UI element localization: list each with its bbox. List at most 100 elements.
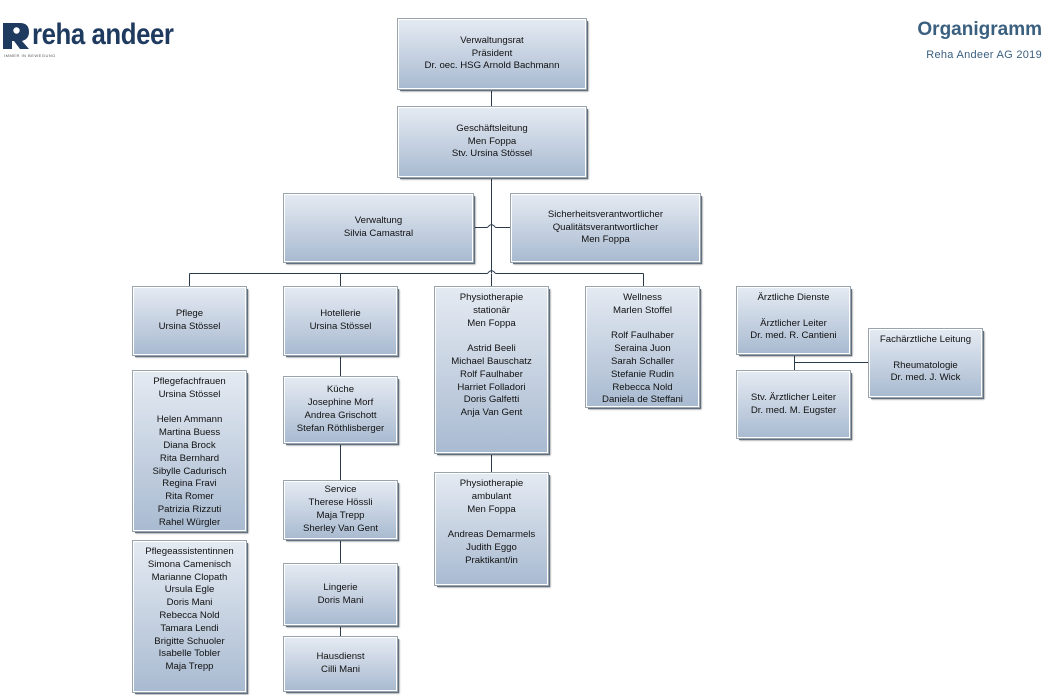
node-text-line: Rebecca Nold xyxy=(612,381,673,393)
node-text-line: Cilli Mani xyxy=(321,664,360,675)
node-text-line: Stefan Röthlisberger xyxy=(296,422,385,434)
node-text-line: Pflegeassistentinnen xyxy=(145,546,234,557)
node-text-line: Rolf Faulhaber xyxy=(611,330,674,342)
node-text-line xyxy=(437,330,546,343)
node-text-line: Judith Eggo xyxy=(466,541,517,553)
node-text-line: Patrizia Rizzuti xyxy=(157,503,222,515)
node-text-line: Service xyxy=(324,484,357,496)
connector-jump-bus xyxy=(487,270,496,274)
node-text-line: Therese Hössli xyxy=(308,497,373,509)
node-text-line: Dr. oec. HSG Arnold Bachmann xyxy=(424,60,560,72)
page-subtitle: Reha Andeer AG 2019 xyxy=(926,49,1042,61)
node-text-line: Rheumatologie xyxy=(893,359,958,371)
node-text-line: Rita Bernhard xyxy=(159,452,220,464)
node-text-line: Stv. Ursina Stössel xyxy=(451,148,533,160)
node-text-line: Verwaltung xyxy=(354,215,403,227)
node-text-line: Fachärztliche Leitung xyxy=(879,334,972,345)
company-logo: reha andeer IMMER IN BEWEGUNG xyxy=(2,18,182,64)
node-text-line: Dr. med. M. Eugster xyxy=(750,404,837,416)
node-text-line: Martina Buess xyxy=(158,427,221,439)
node-text-line: Pflegefachfrauen xyxy=(153,376,226,387)
node-text-line: Ursina Stössel xyxy=(309,321,372,332)
node-text-line: Ursina Stössel xyxy=(158,388,221,400)
node-text-line: Wellness xyxy=(623,292,662,303)
node-text-line: Physiotherapie xyxy=(459,292,524,303)
node-text-line: Stefanie Rudin xyxy=(611,368,674,380)
node-text-line: Doris Mani xyxy=(166,597,213,609)
node-text-line: Verwaltungsrat xyxy=(460,34,524,46)
node-text-line: Josephine Morf xyxy=(307,397,374,409)
reha-andeer-logo-mark-icon xyxy=(3,23,29,49)
node-text-line: Tamara Lendi xyxy=(160,622,219,634)
node-text-line: Astrid Beeli xyxy=(467,343,516,355)
node-text-line: Physiotherapie xyxy=(459,478,524,489)
node-text-line: Qualitätsverantwortlicher xyxy=(552,221,659,233)
node-text-line: Michael Bauschatz xyxy=(451,355,532,367)
node-text-line: Ärztlicher Leiter xyxy=(760,317,827,329)
node-text-line: Helen Ammann xyxy=(156,414,223,426)
node-text-line: Andrea Grischott xyxy=(304,410,377,421)
node-text-line: Rebecca Nold xyxy=(159,609,220,621)
node-text-line: Geschäftsleitung xyxy=(456,122,528,134)
node-text-line: Anja Van Gent xyxy=(460,407,523,419)
connector-jump-verwaltung xyxy=(487,224,496,228)
node-text-line: Sicherheitsverantwortlicher xyxy=(547,208,664,220)
node-text-line xyxy=(135,402,244,415)
node-text-line: Praktikant/in xyxy=(465,554,518,566)
node-text-line: Doris Galfetti xyxy=(463,394,520,406)
node-text-line: Andreas Demarmels xyxy=(447,529,536,541)
node-text-line: Rahel Würgler xyxy=(158,516,221,528)
node-text-line: Diana Brock xyxy=(163,439,216,451)
node-text-line: Hotellerie xyxy=(320,308,361,320)
node-text-line: Dr. med. J. Wick xyxy=(890,372,961,384)
node-text-line: Marlen Stoffel xyxy=(612,304,672,316)
node-text-line: Maja Trepp xyxy=(165,661,214,673)
node-text-line xyxy=(588,318,697,331)
node-text-line: Dr. med. R. Cantieni xyxy=(750,330,837,342)
node-text-line: Präsident xyxy=(471,47,513,59)
node-text-line: Harriet Folladori xyxy=(457,381,526,393)
node-text-line: Men Foppa xyxy=(467,135,517,147)
node-text-line: Men Foppa xyxy=(581,234,630,246)
node-text-line xyxy=(437,516,546,529)
node-text-line: Hausdienst xyxy=(316,651,365,663)
page-title: Organigramm xyxy=(917,19,1042,40)
node-text-line: Seraina Juon xyxy=(614,343,671,355)
node-text-line: Rolf Faulhaber xyxy=(460,368,523,380)
node-text-line: Brigitte Schuoler xyxy=(154,635,225,647)
node-text-line: ambulant xyxy=(471,490,512,502)
node-text-line: Maja Trepp xyxy=(316,510,365,521)
node-text-line: stationär xyxy=(473,304,510,316)
node-text-line xyxy=(739,305,848,318)
node-text-line: Sarah Schaller xyxy=(611,355,674,367)
node-text-line: Rita Romer xyxy=(165,491,214,503)
node-text-line: Men Foppa xyxy=(467,503,516,515)
node-text-line: Simona Camenisch xyxy=(147,558,232,570)
node-text-line: Stv. Ärztlicher Leiter xyxy=(750,391,837,403)
node-text-line: Men Foppa xyxy=(467,317,516,329)
node-text-line: Silvia Camastral xyxy=(343,228,414,239)
node-text-line: Sherley Van Gent xyxy=(302,522,379,534)
node-text-line: Isabelle Tobler xyxy=(158,648,221,660)
node-text-line: Pflege xyxy=(175,308,204,320)
node-text-line: Ärztliche Dienste xyxy=(757,292,830,303)
node-text-line: Sibylle Cadurisch xyxy=(152,465,227,477)
node-text-line: Ursula Egle xyxy=(164,584,215,596)
